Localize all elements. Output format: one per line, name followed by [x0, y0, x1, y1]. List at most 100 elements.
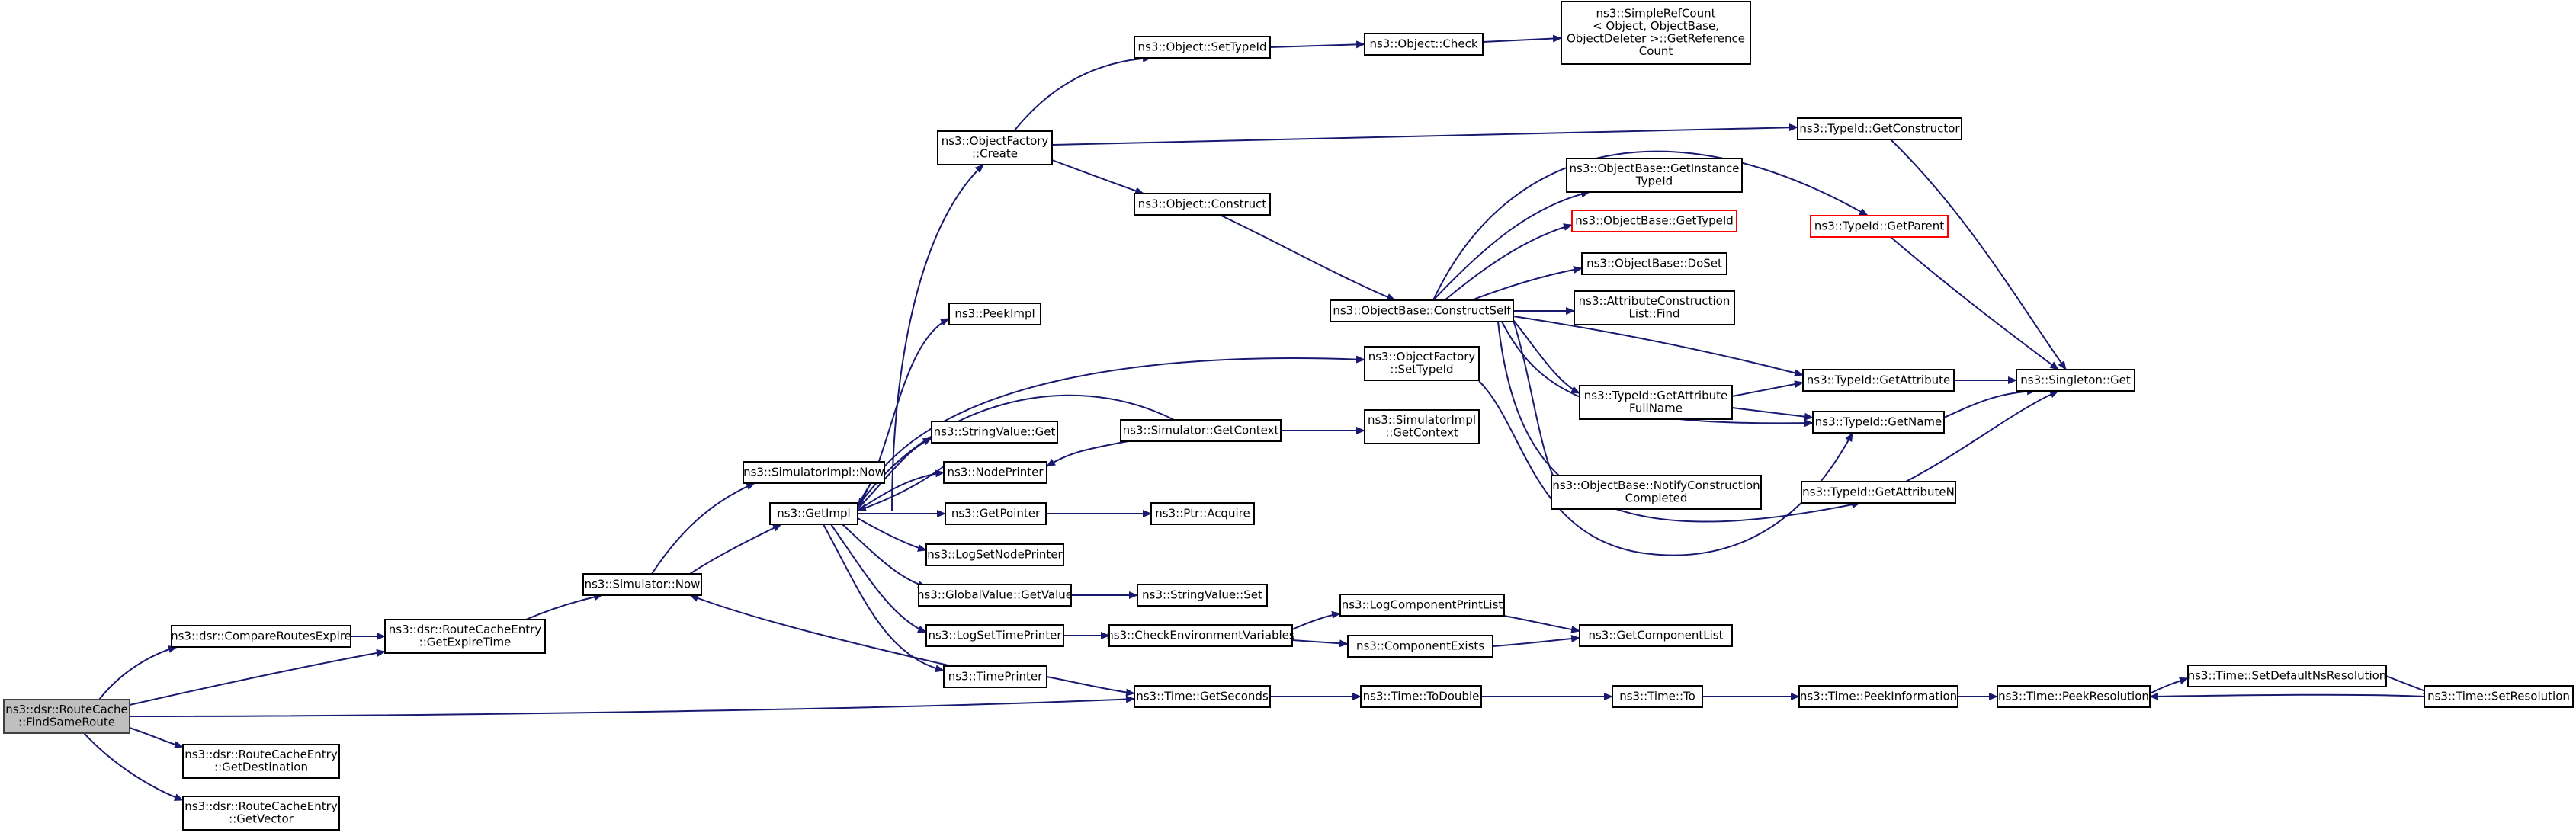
node-route-cache-entry-get-vector[interactable]: ns3::dsr::RouteCacheEntry::GetVector: [182, 796, 340, 831]
node-label: ns3::TypeId::GetAttribute: [1807, 373, 1950, 386]
node-object-base-get-type-id[interactable]: ns3::ObjectBase::GetTypeId: [1571, 210, 1737, 232]
node-simulator-impl-now[interactable]: ns3::SimulatorImpl::Now: [743, 461, 885, 484]
node-peek-impl[interactable]: ns3::PeekImpl: [948, 303, 1041, 325]
edge-checkEnvVars-to-logComponentPrintList: [1291, 610, 1341, 630]
node-time-peek-information[interactable]: ns3::Time::PeekInformation: [1798, 685, 1958, 708]
node-box: [1330, 299, 1514, 322]
node-label: TypeId: [1635, 175, 1673, 188]
node-object-base-construct-self[interactable]: ns3::ObjectBase::ConstructSelf: [1330, 299, 1514, 322]
node-label: ns3::Simulator::GetContext: [1123, 423, 1279, 437]
node-route-cache-entry-get-destination[interactable]: ns3::dsr::RouteCacheEntry::GetDestinatio…: [182, 744, 340, 779]
node-log-set-time-printer[interactable]: ns3::LogSetTimePrinter: [925, 624, 1064, 647]
node-label: ns3::Simulator::Now: [585, 577, 701, 591]
node-label: FullName: [1629, 402, 1683, 415]
node-string-value-set[interactable]: ns3::StringValue::Set: [1137, 584, 1268, 607]
edge-objectSetTypeId-to-objectCheck: [1269, 40, 1365, 49]
node-time-get-seconds[interactable]: ns3::Time::GetSeconds: [1134, 685, 1271, 708]
edge-timePrinter-to-simulatorNow: [689, 594, 952, 667]
node-time-to[interactable]: ns3::Time::To: [1612, 685, 1703, 708]
edge-objectBaseConstructSelf-to-notifyConstructionCompleted: [1513, 319, 1560, 488]
node-type-id-get-attribute-n[interactable]: ns3::TypeId::GetAttributeN: [1801, 481, 1956, 504]
node-label: Count: [1639, 44, 1673, 58]
node-label: ns3::PeekImpl: [954, 306, 1035, 320]
node-box: [1360, 685, 1482, 708]
node-type-id-get-parent[interactable]: ns3::TypeId::GetParent: [1810, 215, 1949, 238]
node-type-id-get-name[interactable]: ns3::TypeId::GetName: [1812, 411, 1945, 434]
node-object-base-do-set[interactable]: ns3::ObjectBase::DoSet: [1581, 252, 1727, 275]
edge-stringValueGet-to-simulatorGetContext: [1046, 440, 1129, 467]
edge-timePeekResolution-to-setDefaultNsResolution: [2149, 677, 2189, 694]
node-box: [1802, 369, 1955, 392]
edge-objectConstruct-to-objectBaseConstructSelf: [1219, 214, 1396, 301]
node-global-value-get-value[interactable]: ns3::GlobalValue::GetValue: [917, 584, 1073, 607]
node-box: [1134, 36, 1271, 59]
node-time-peek-resolution[interactable]: ns3::Time::PeekResolution: [1997, 685, 2151, 708]
node-box: [931, 421, 1058, 444]
node-route-cache-entry-get-expire-time[interactable]: ns3::dsr::RouteCacheEntry::GetExpireTime: [384, 619, 546, 654]
node-get-impl[interactable]: ns3::GetImpl: [769, 502, 858, 525]
node-string-value-get[interactable]: ns3::StringValue::Get: [931, 421, 1058, 444]
edge-objectCheck-to-simpleRefCount: [1482, 34, 1562, 43]
node-time-printer[interactable]: ns3::TimePrinter: [943, 665, 1047, 688]
edge-getImpl-to-logSetTimePrinter: [830, 524, 927, 633]
edge-getAttributeFullName-to-typeIdGetAttribute: [1731, 380, 1804, 397]
node-label: ns3::Time::To: [1619, 689, 1695, 703]
node-label: ns3::Object::Check: [1369, 37, 1477, 50]
edge-findSameRoute-to-getDestination: [129, 727, 184, 749]
node-box: [582, 573, 702, 596]
node-box: [925, 624, 1064, 647]
node-time-set-default-ns-resolution[interactable]: ns3::Time::SetDefaultNsResolution: [2187, 665, 2387, 687]
node-route-cache-find-same-route[interactable]: ns3::dsr::RouteCache::FindSameRoute: [3, 699, 130, 734]
node-box: [1812, 411, 1945, 434]
node-get-component-list[interactable]: ns3::GetComponentList: [1579, 624, 1733, 647]
node-object-base-notify-construction-completed[interactable]: ns3::ObjectBase::NotifyConstructionCompl…: [1551, 475, 1762, 510]
node-log-component-print-list[interactable]: ns3::LogComponentPrintList: [1339, 594, 1505, 617]
edge-typeIdGetParent-to-singletonGet: [1890, 236, 2059, 370]
node-node-printer[interactable]: ns3::NodePrinter: [943, 461, 1047, 484]
node-get-pointer[interactable]: ns3::GetPointer: [945, 502, 1047, 525]
node-label: ns3::GetPointer: [951, 506, 1041, 520]
node-box: [769, 502, 858, 525]
node-compare-routes-expire[interactable]: ns3::dsr::CompareRoutesExpire: [171, 625, 351, 648]
node-box: [1134, 193, 1271, 216]
edge-timePrinter-to-timeGetSeconds: [1046, 676, 1135, 697]
node-simulator-impl-get-context[interactable]: ns3::SimulatorImpl::GetContext: [1364, 409, 1480, 444]
node-log-set-node-printer[interactable]: ns3::LogSetNodePrinter: [925, 543, 1064, 566]
node-label: ns3::ComponentExists: [1356, 639, 1484, 652]
node-label: ns3::Singleton::Get: [2020, 373, 2131, 386]
node-box: [943, 665, 1047, 688]
node-box: [1566, 158, 1743, 193]
node-simple-ref-count-get-reference-count[interactable]: ns3::SimpleRefCount< Object, ObjectBase,…: [1561, 1, 1751, 65]
node-label: ns3::Time::PeekResolution: [1998, 689, 2149, 703]
node-simulator-now[interactable]: ns3::Simulator::Now: [582, 573, 702, 596]
node-label: ns3::dsr::RouteCacheEntry: [389, 623, 542, 636]
node-box: [1801, 481, 1956, 504]
node-check-environment-variables[interactable]: ns3::CheckEnvironmentVariables: [1106, 624, 1295, 647]
node-object-factory-create[interactable]: ns3::ObjectFactory::Create: [937, 130, 1053, 165]
node-component-exists[interactable]: ns3::ComponentExists: [1347, 635, 1493, 658]
node-object-set-type-id[interactable]: ns3::Object::SetTypeId: [1134, 36, 1271, 59]
node-type-id-get-constructor[interactable]: ns3::TypeId::GetConstructor: [1797, 117, 1962, 140]
node-label: ::GetContext: [1385, 426, 1458, 440]
node-label: ::GetExpireTime: [419, 636, 512, 649]
node-object-check[interactable]: ns3::Object::Check: [1364, 33, 1484, 56]
node-singleton-get[interactable]: ns3::Singleton::Get: [2016, 369, 2135, 392]
node-label: ns3::GetComponentList: [1588, 628, 1723, 642]
edge-objectFactoryCreate-to-objectSetTypeId: [1013, 54, 1152, 132]
node-box: [1612, 685, 1703, 708]
edge-getImpl-to-objectFactorySetTypeId: [857, 355, 1365, 508]
edge-getImpl-to-nodePrinter: [857, 469, 945, 511]
node-label: ns3::TypeId::GetAttribute: [1584, 389, 1727, 402]
node-time-to-double[interactable]: ns3::Time::ToDouble: [1360, 685, 1482, 708]
node-box: [925, 543, 1064, 566]
node-type-id-get-attribute[interactable]: ns3::TypeId::GetAttribute: [1802, 369, 1955, 392]
node-time-set-resolution[interactable]: ns3::Time::SetResolution: [2424, 685, 2574, 708]
node-object-factory-set-type-id[interactable]: ns3::ObjectFactory::SetTypeId: [1364, 346, 1480, 381]
node-object-construct[interactable]: ns3::Object::Construct: [1134, 193, 1271, 216]
node-label: ns3::ObjectBase::DoSet: [1586, 256, 1722, 270]
node-simulator-get-context[interactable]: ns3::Simulator::GetContext: [1120, 419, 1282, 442]
node-ptr-acquire[interactable]: ns3::Ptr::Acquire: [1150, 502, 1255, 525]
